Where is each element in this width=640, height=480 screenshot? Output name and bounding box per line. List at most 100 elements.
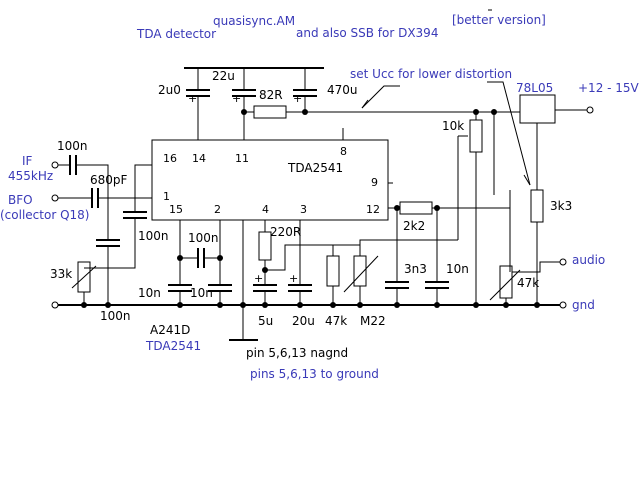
- junction: [330, 302, 336, 308]
- audio-terminal: [559, 258, 567, 266]
- note-set-ucc: set Ucc for lower distortion: [350, 67, 512, 81]
- pin4-feedback-wire: [265, 244, 310, 271]
- audio-wire: [512, 261, 560, 273]
- gnd-label: gnd: [572, 298, 595, 312]
- pin-14: 14: [192, 152, 206, 165]
- junction: [241, 109, 247, 115]
- c-22u-label: 22u: [212, 69, 235, 83]
- r-47k-vol-arrow: [489, 269, 521, 301]
- pin-8: 8: [340, 145, 347, 158]
- pin-11: 11: [235, 152, 249, 165]
- c-20u-label: 20u: [292, 314, 315, 328]
- r-m22-arrow: [343, 255, 379, 293]
- note-alt1: A241D: [150, 323, 190, 337]
- c-100n-if-label: 100n: [57, 139, 88, 153]
- pin-4: 4: [262, 203, 269, 216]
- r-10k-body: [469, 119, 483, 153]
- c-680pf-label: 680pF: [90, 173, 128, 187]
- r-82r-body: [253, 105, 287, 119]
- junction: [302, 109, 308, 115]
- junction: [297, 302, 303, 308]
- regulator-label: 78L05: [516, 81, 553, 95]
- junction: [357, 302, 363, 308]
- title-part4: [better version]: [452, 13, 546, 27]
- r-33k-arrow: [71, 265, 97, 289]
- junction: [434, 302, 440, 308]
- junction: [473, 302, 479, 308]
- r-220r-label: 220R: [270, 225, 301, 239]
- title-part3: and also SSB for DX394: [296, 26, 438, 40]
- pin-3: 3: [300, 203, 307, 216]
- note-nagnd: pin 5,6,13 nagnd: [246, 346, 348, 360]
- if-wire2: [76, 164, 109, 240]
- c-470u-label: 470u: [327, 83, 358, 97]
- junction: [217, 302, 223, 308]
- note-alt2: TDA2541: [145, 339, 201, 353]
- c-10n-c-label: 10n: [446, 262, 469, 276]
- r-47k-vol-label: 47k: [517, 276, 539, 290]
- supply-label: +12 - 15V: [578, 81, 640, 95]
- c-5u-plus: +: [254, 272, 263, 285]
- note-ground: pins 5,6,13 to ground: [250, 367, 379, 381]
- pin-15: 15: [169, 203, 183, 216]
- ic-name: TDA2541: [287, 161, 343, 175]
- junction: [105, 302, 111, 308]
- bfo-terminal: [51, 194, 59, 202]
- pin-12: 12: [366, 203, 380, 216]
- pin-2: 2: [214, 203, 221, 216]
- pin16-wire: [134, 164, 152, 212]
- c-470u-plus: +: [293, 92, 302, 105]
- gnd-left-terminal: [51, 301, 59, 309]
- regulator-78l05: [519, 94, 556, 124]
- junction: [217, 255, 223, 261]
- junction: [177, 302, 183, 308]
- r-33k-label: 33k: [50, 267, 72, 281]
- r-m22-label: M22: [360, 314, 386, 328]
- bfo-label: BFO: [8, 193, 33, 207]
- title-part1: TDA detector: [136, 27, 216, 41]
- r-47k-pot-label: 47k: [325, 314, 347, 328]
- arrow-head: [523, 174, 531, 186]
- if-terminal: [51, 161, 59, 169]
- c-2u0-label: 2u0: [158, 83, 181, 97]
- junction: [503, 302, 509, 308]
- r-82r-label: 82R: [259, 88, 283, 102]
- ic-tda2541: [151, 139, 389, 221]
- c-10n-a-label: 10n: [138, 286, 161, 300]
- supply-terminal: [586, 106, 594, 114]
- if-freq: 455kHz: [8, 169, 53, 183]
- r-2k2-label: 2k2: [403, 219, 425, 233]
- junction: [240, 302, 246, 308]
- c-20u-plus: +: [289, 272, 298, 285]
- note-arrow-right: [487, 81, 531, 186]
- c-2u0-plus: +: [188, 92, 197, 105]
- junction: [394, 302, 400, 308]
- arrow-head: [361, 99, 369, 109]
- r-2k2-body: [399, 201, 433, 215]
- pin-16: 16: [163, 152, 177, 165]
- r-3k3-label: 3k3: [550, 199, 572, 213]
- c-3n3-label: 3n3: [404, 262, 427, 276]
- c-22u-plus: +: [232, 92, 241, 105]
- junction: [262, 302, 268, 308]
- c-100n-p1-label: 100n: [138, 229, 169, 243]
- c-10n-b-label: 10n: [190, 286, 213, 300]
- audio-label: audio: [572, 253, 605, 267]
- if-label: IF: [22, 154, 33, 168]
- r-47k-pot-body: [326, 255, 340, 287]
- junction: [534, 302, 540, 308]
- m22-to-10k-wire: [359, 239, 458, 256]
- title-part2: quasisync.AM: [213, 14, 295, 28]
- c-100n-bot-label: 100n: [100, 309, 131, 323]
- note-arrow-left: [361, 85, 400, 109]
- c-5u-label: 5u: [258, 314, 273, 328]
- pin-9: 9: [371, 176, 378, 189]
- pin-1: 1: [163, 190, 170, 203]
- junction: [81, 302, 87, 308]
- r-3k3-body: [530, 189, 544, 223]
- junction: [177, 255, 183, 261]
- r-10k-label: 10k: [442, 119, 464, 133]
- bfo-sub: (collector Q18): [0, 208, 89, 222]
- c-100n-p1-lead: [84, 218, 136, 269]
